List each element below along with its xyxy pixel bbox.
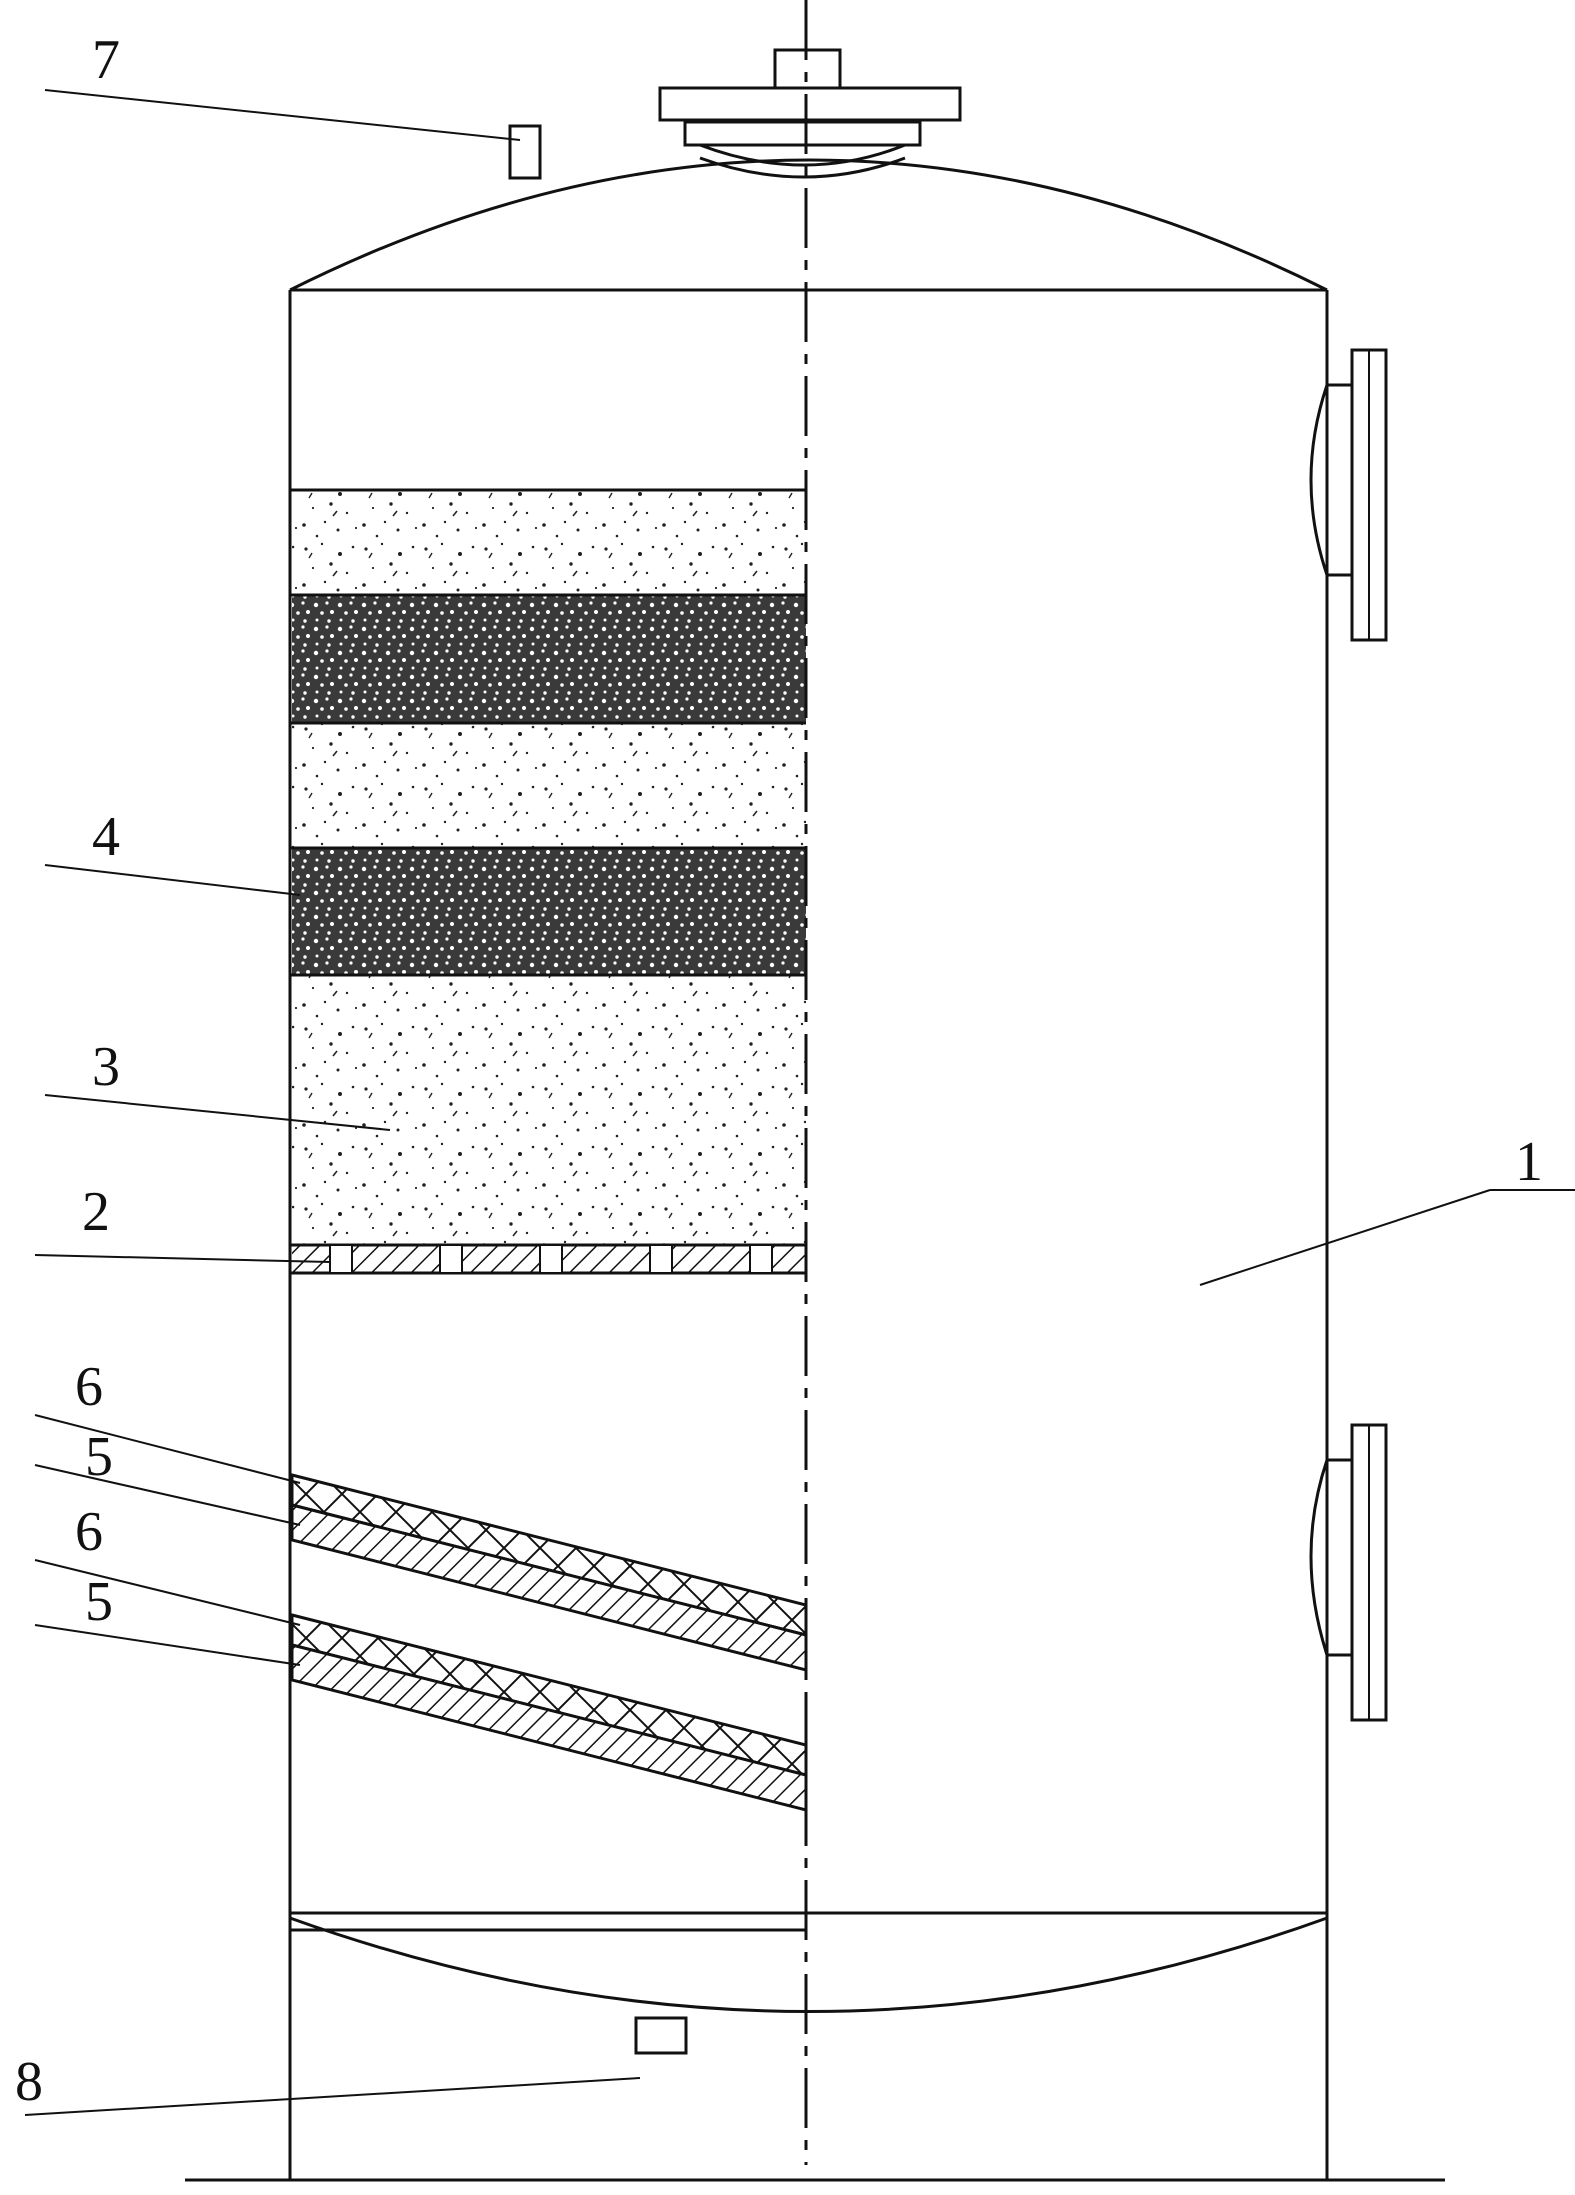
label-top-vent: 7	[92, 29, 120, 91]
label-shell: 1	[1515, 1131, 1543, 1193]
label-baffle-upper-a: 6	[75, 1356, 103, 1418]
label-support-plate: 2	[82, 1181, 110, 1243]
top-vent-nozzle	[508, 124, 542, 180]
top-manhole	[658, 48, 962, 179]
label-baffle-upper-b: 6	[75, 1501, 103, 1563]
bottom-drain-nozzle	[634, 2016, 688, 2055]
side-nozzle-upper	[1309, 348, 1388, 642]
baffle-pair-upper	[290, 1473, 808, 1672]
support-plate	[288, 1243, 808, 1275]
filter-media-stack	[290, 488, 806, 1245]
label-filter-layer-dark: 4	[92, 806, 120, 868]
label-filter-layer-light: 3	[92, 1036, 120, 1098]
side-nozzle-lower	[1309, 1423, 1388, 1722]
part-labels: 7 4 3 2 6 5 6 5 8 1	[15, 29, 1543, 2113]
vessel-shell	[185, 290, 1445, 2182]
label-baffle-lower-b: 5	[85, 1571, 113, 1633]
top-head	[289, 158, 1328, 292]
label-bottom-drain: 8	[15, 2051, 43, 2113]
label-baffle-lower-a: 5	[85, 1426, 113, 1488]
leader-lines	[24, 89, 1575, 2116]
baffle-pair-lower	[290, 1613, 808, 1812]
